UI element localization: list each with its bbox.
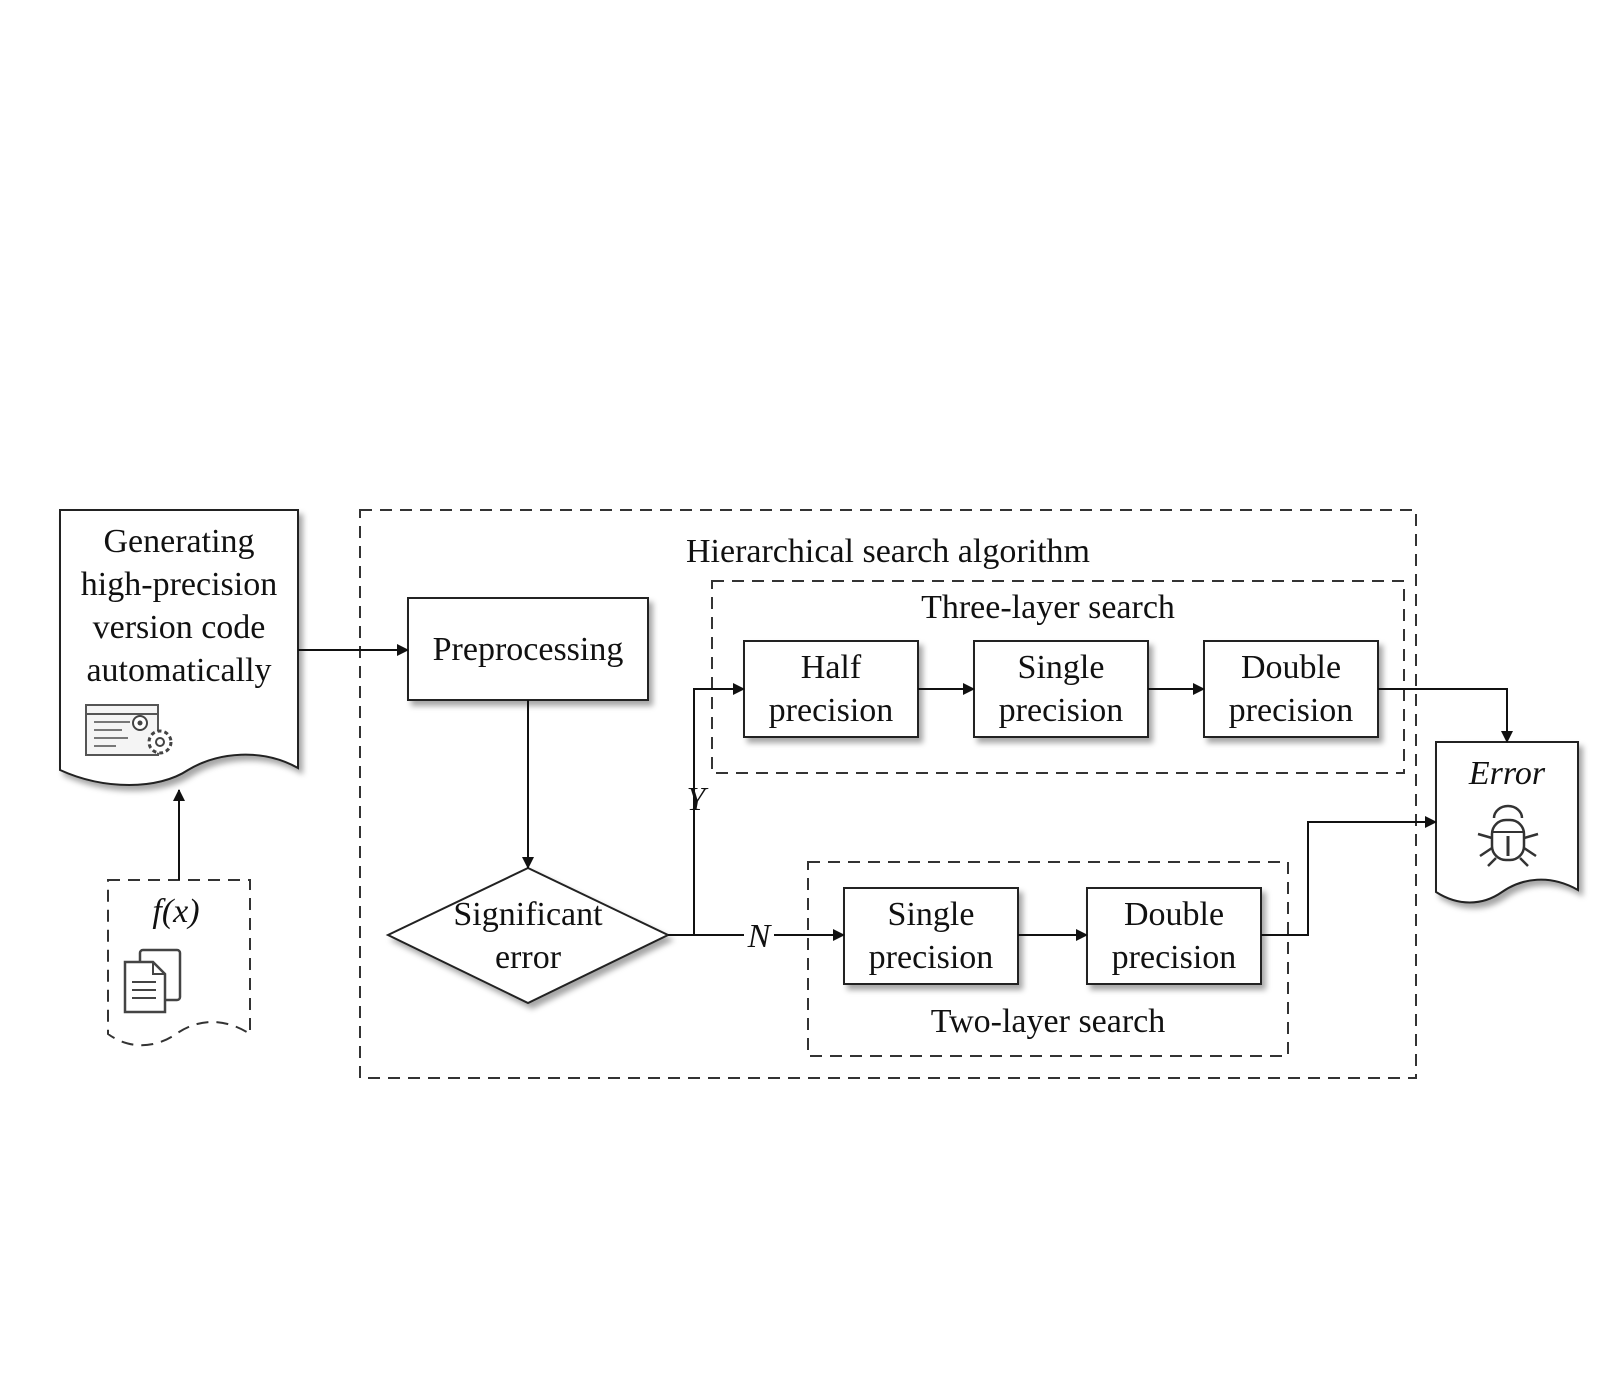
three-single-precision-line-2: precision bbox=[999, 692, 1124, 729]
bug-icon bbox=[1477, 804, 1539, 867]
preprocessing-label: Preprocessing bbox=[433, 631, 624, 668]
generator-line-3: version code bbox=[93, 609, 266, 646]
three-double-precision-line-1: Double bbox=[1241, 649, 1341, 686]
three-single-precision-line-1: Single bbox=[1018, 649, 1105, 686]
input-document: f(x) bbox=[107, 879, 251, 1047]
yes-path-arrow bbox=[668, 683, 745, 936]
generator-document: Generating high-precision version code a… bbox=[59, 509, 299, 786]
two-double-precision-line-1: Double bbox=[1124, 896, 1224, 933]
two-layer-double-precision-box: Double precision bbox=[1086, 887, 1262, 985]
two-double-precision-line-2: precision bbox=[1112, 939, 1237, 976]
two-single-precision-line-1: Single bbox=[888, 896, 975, 933]
preprocessing-box: Preprocessing bbox=[407, 597, 649, 701]
three-layer-to-error-arrow bbox=[1378, 688, 1513, 743]
hierarchical-search-container: Hierarchical search algorithm bbox=[359, 509, 1417, 1079]
generator-line-2: high-precision bbox=[81, 566, 277, 603]
decision-line-1: Significant bbox=[453, 896, 603, 933]
three-layer-search-container: Three-layer search bbox=[711, 580, 1405, 774]
code-gear-icon bbox=[85, 704, 173, 756]
three-layer-title: Three-layer search bbox=[921, 589, 1175, 626]
yes-label: Y bbox=[687, 781, 709, 818]
three-layer-double-precision-box: Double precision bbox=[1203, 640, 1379, 738]
two-layer-search-container: Two-layer search bbox=[807, 861, 1289, 1057]
significant-error-decision: Significant error bbox=[385, 866, 671, 1005]
two-layer-to-error-arrow bbox=[1261, 816, 1437, 936]
three-layer-single-precision-box: Single precision bbox=[973, 640, 1149, 738]
three-layer-half-precision-box: Half precision bbox=[743, 640, 919, 738]
generator-line-4: automatically bbox=[86, 652, 271, 689]
half-precision-line-1: Half bbox=[801, 649, 862, 686]
hierarchical-title: Hierarchical search algorithm bbox=[686, 533, 1090, 570]
generator-line-1: Generating bbox=[103, 523, 254, 560]
no-label: N bbox=[747, 918, 773, 955]
input-label: f(x) bbox=[152, 893, 199, 930]
decision-line-2: error bbox=[495, 939, 562, 976]
error-label: Error bbox=[1468, 755, 1546, 792]
document-stack-icon bbox=[123, 948, 182, 1014]
two-layer-single-precision-box: Single precision bbox=[843, 887, 1019, 985]
two-layer-title: Two-layer search bbox=[931, 1003, 1166, 1040]
half-precision-line-2: precision bbox=[769, 692, 894, 729]
error-document: Error bbox=[1435, 741, 1579, 904]
three-double-precision-line-2: precision bbox=[1229, 692, 1354, 729]
two-single-precision-line-2: precision bbox=[869, 939, 994, 976]
